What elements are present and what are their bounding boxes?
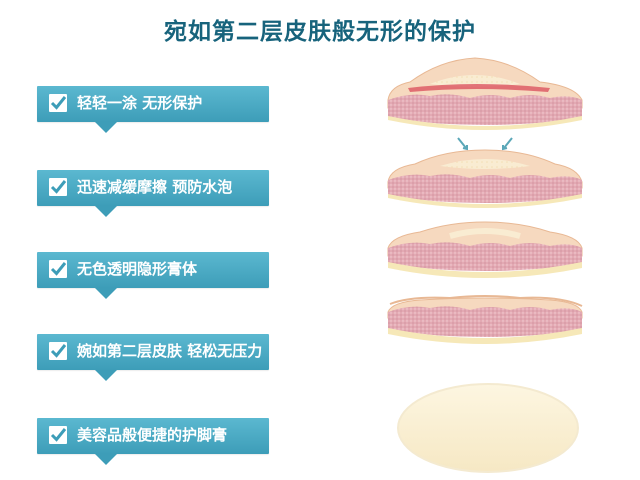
skin-diagrams <box>387 57 583 473</box>
skin-illustrations <box>370 0 610 480</box>
skin-layer-diagram-1 <box>387 57 583 130</box>
ointment-pad <box>397 383 579 473</box>
feature-item-3: 无色透明隐形膏体 <box>37 252 269 299</box>
feature-label: 轻轻一涂 无形保护 <box>77 94 203 112</box>
feature-label: 无色透明隐形膏体 <box>77 260 198 278</box>
check-icon <box>49 94 67 112</box>
skin-layer-diagram-4 <box>387 295 583 344</box>
check-icon <box>49 426 67 444</box>
feature-item-2: 迅速减缓摩擦 预防水泡 <box>37 170 269 217</box>
feature-item-5: 美容品般便捷的护脚膏 <box>37 418 269 465</box>
feature-item-1: 轻轻一涂 无形保护 <box>37 86 269 133</box>
check-icon <box>49 342 67 360</box>
feature-item-4: 婉如第二层皮肤 轻松无压力 <box>37 334 269 381</box>
feature-label: 婉如第二层皮肤 轻松无压力 <box>77 342 263 360</box>
pointer-arrows <box>457 137 513 151</box>
check-icon <box>49 178 67 196</box>
check-icon <box>49 260 67 278</box>
skin-layer-diagram-2 <box>387 149 583 208</box>
feature-label: 美容品般便捷的护脚膏 <box>77 426 228 444</box>
feature-list: 轻轻一涂 无形保护 迅速减缓摩擦 预防水泡 无色透明隐形膏体 婉如第二层皮肤 轻… <box>0 0 300 480</box>
skin-layer-diagram-3 <box>387 221 583 278</box>
page-title: 宛如第二层皮肤般无形的保护 <box>164 19 476 45</box>
feature-label: 迅速减缓摩擦 预防水泡 <box>77 178 233 196</box>
